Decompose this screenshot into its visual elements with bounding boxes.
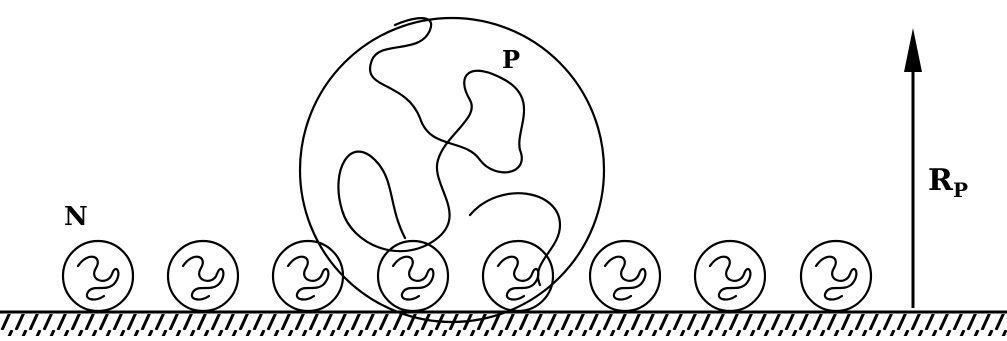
small-coil bbox=[590, 241, 660, 311]
label-n: N bbox=[64, 202, 88, 232]
substrate bbox=[0, 312, 1007, 336]
small-coil bbox=[63, 241, 133, 311]
substrate-hatching bbox=[0, 314, 1007, 336]
small-coils-row bbox=[63, 241, 871, 311]
large-coil-outline bbox=[300, 18, 604, 322]
small-coil bbox=[695, 241, 765, 311]
large-coil-chain bbox=[338, 18, 524, 251]
small-coil bbox=[378, 241, 448, 311]
small-coil bbox=[168, 241, 238, 311]
small-coil bbox=[801, 241, 871, 311]
label-p: P bbox=[502, 45, 520, 74]
label-rp: RP bbox=[928, 163, 968, 202]
label-rp-main: R bbox=[928, 163, 954, 198]
label-rp-subscript: P bbox=[953, 178, 968, 202]
small-coil bbox=[483, 241, 553, 311]
height-arrow-rp bbox=[904, 28, 922, 308]
small-coil bbox=[273, 241, 343, 311]
height-arrow-head bbox=[904, 28, 922, 72]
large-coil-p bbox=[300, 18, 604, 322]
